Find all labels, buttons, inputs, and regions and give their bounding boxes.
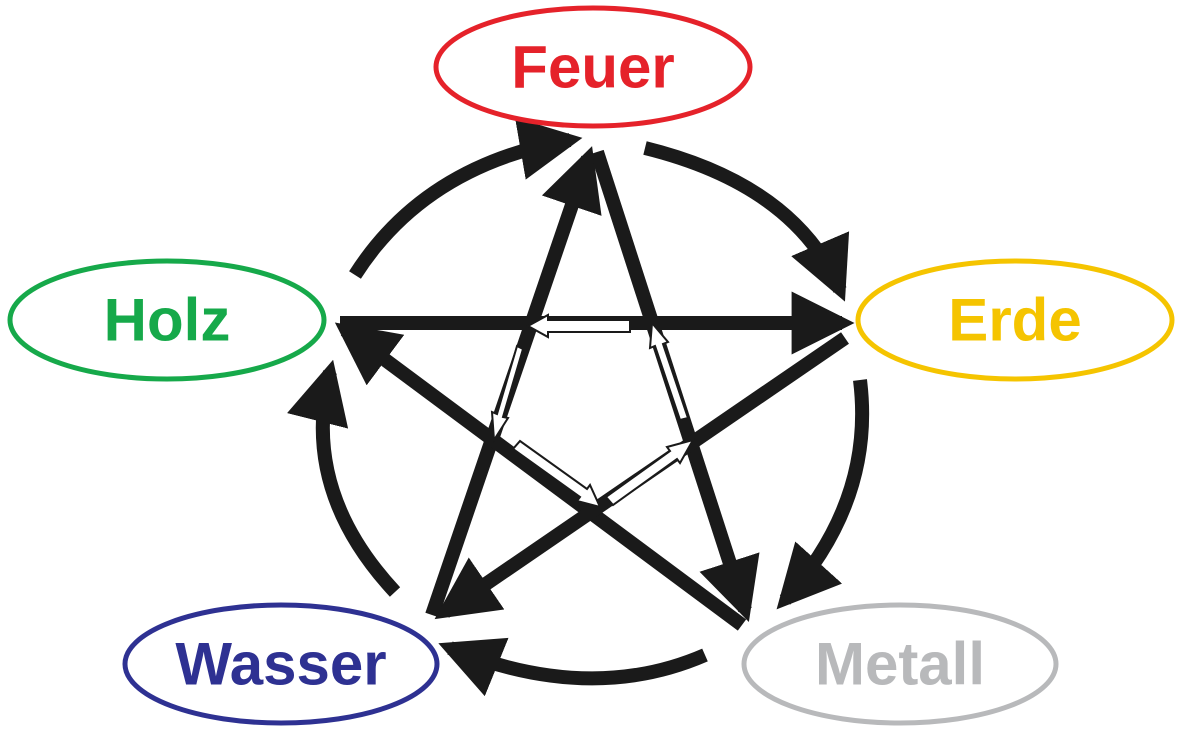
star-metall-to-holz (334, 322, 747, 631)
node-erde-ellipse (855, 258, 1175, 382)
node-wasser-label: Wasser (175, 631, 386, 698)
arc-erde-to-metall (776, 379, 870, 610)
node-feuer: Feuer (433, 5, 753, 129)
node-metall-ellipse (741, 602, 1059, 726)
node-holz-ellipse (7, 258, 327, 382)
arc-feuer-to-erde (643, 141, 850, 302)
node-feuer-label: Feuer (511, 34, 674, 101)
node-wasser-ellipse (122, 602, 440, 726)
arc-metall-to-wasser (438, 637, 708, 697)
generating-cycle-arrows (287, 117, 870, 697)
inner-arrow-right (648, 320, 690, 422)
node-erde-label: Erde (948, 287, 1081, 354)
inner-hollow-arrows (490, 313, 696, 509)
node-metall: Metall (741, 602, 1059, 726)
inner-arrow-bottom-right (604, 438, 696, 507)
node-holz-label: Holz (104, 287, 231, 354)
arc-wasser-to-holz (287, 359, 401, 597)
node-holz: Holz (7, 258, 327, 382)
inner-arrow-left (490, 344, 525, 444)
controlling-cycle-arrows (334, 146, 855, 631)
inner-arrow-top (525, 313, 631, 339)
node-metall-label: Metall (815, 631, 985, 698)
inner-arrow-bottom-left (511, 439, 602, 509)
arc-holz-to-feuer (349, 117, 583, 279)
node-feuer-ellipse (433, 5, 753, 129)
node-erde: Erde (855, 258, 1175, 382)
node-wasser: Wasser (122, 602, 440, 726)
